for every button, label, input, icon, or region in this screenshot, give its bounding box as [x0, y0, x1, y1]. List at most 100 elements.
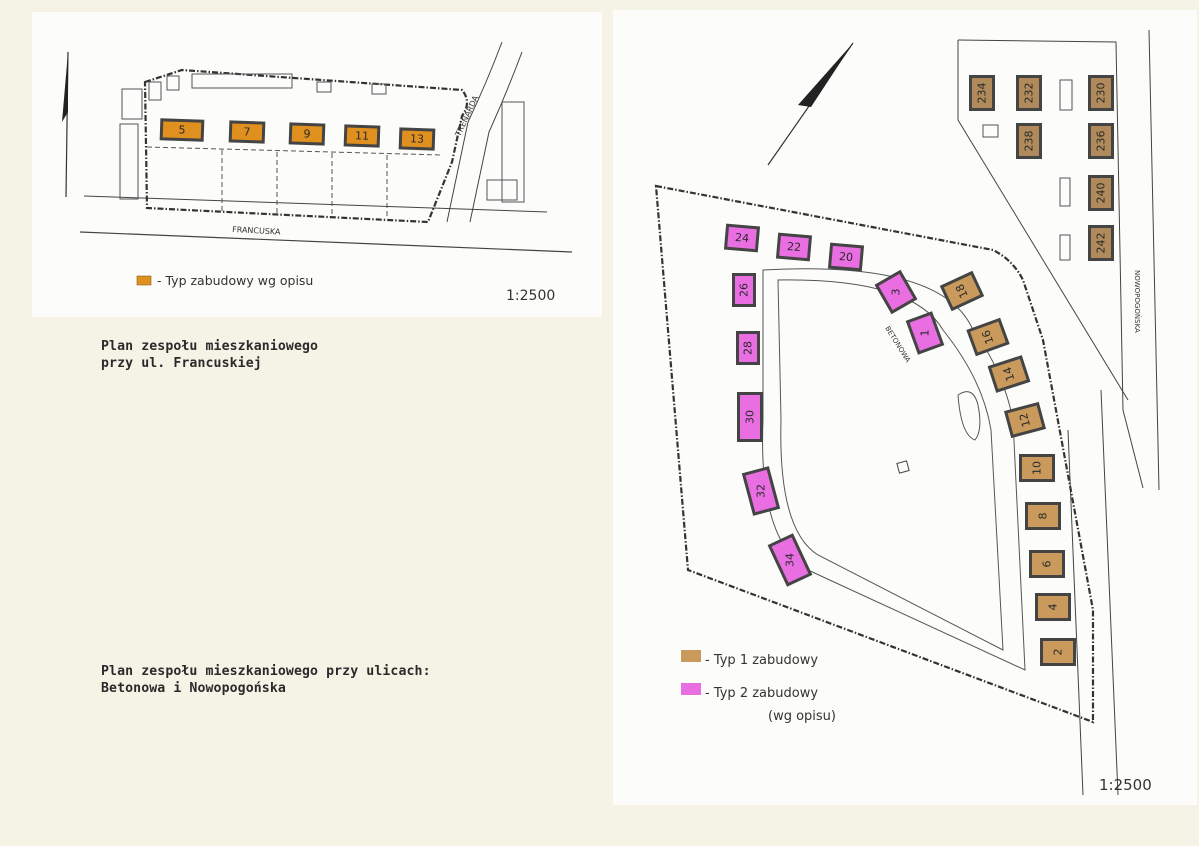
existing-structures [982, 79, 1073, 261]
building-32-number: 32 [755, 484, 768, 498]
building-26: 26 [732, 273, 756, 307]
building-16: 16 [966, 317, 1010, 357]
building-18-fill [943, 274, 981, 308]
building-238: 238 [1016, 123, 1042, 159]
caption-francuska-line2: przy ul. Francuskiej [101, 356, 262, 371]
street-label-betonowa: BETONOWA [883, 325, 912, 364]
caption-francuska-line1: Plan zespołu mieszkaniowego [101, 339, 319, 354]
building-24: 24 [723, 223, 761, 253]
building-4: 4 [1035, 593, 1071, 621]
building-232: 232 [1016, 75, 1042, 111]
legend-swatch-type1 [681, 650, 701, 662]
building-5: 5 [159, 118, 205, 142]
building-12: 12 [1003, 401, 1047, 439]
building-1: 1 [905, 311, 945, 355]
building-20-fill [831, 245, 861, 269]
building-2-number: 2 [1052, 649, 1065, 656]
legend-label-type2: - Typ 2 zabudowy [705, 686, 818, 701]
green-island [957, 391, 981, 441]
building-238-fill [1019, 126, 1039, 156]
building-16-number: 16 [979, 328, 996, 346]
building-5-fill [162, 121, 202, 139]
street-line [469, 51, 523, 223]
building-3-number: 3 [890, 289, 903, 296]
building-10-fill [1022, 457, 1052, 479]
building-30-number: 30 [744, 410, 757, 424]
building-14: 14 [987, 355, 1031, 393]
building-240: 240 [1088, 175, 1114, 211]
building-24-number: 24 [734, 231, 749, 245]
legend-label-type2-note: (wg opisu) [768, 709, 836, 724]
building-232-fill [1019, 78, 1039, 108]
building-236: 236 [1088, 123, 1114, 159]
plot-divisions [146, 146, 443, 219]
building-22: 22 [775, 232, 813, 262]
building-22-number: 22 [786, 240, 801, 254]
building-242-fill [1091, 228, 1111, 258]
building-10: 10 [1019, 454, 1055, 482]
building-238-number: 238 [1023, 131, 1036, 152]
building-230-number: 230 [1095, 83, 1108, 104]
building-24-fill [727, 226, 757, 250]
building-14-fill [991, 358, 1027, 390]
building-4-fill [1038, 596, 1068, 618]
caption-betonowa-line2: Betonowa i Nowopogońska [101, 681, 286, 696]
building-18-number: 18 [953, 282, 971, 300]
building-20-number: 20 [838, 250, 853, 264]
building-12-fill [1007, 405, 1043, 435]
building-22-fill [779, 235, 809, 259]
building-8-number: 8 [1037, 513, 1050, 520]
building-8-fill [1028, 505, 1058, 527]
street-line [83, 195, 548, 213]
street-line [446, 41, 503, 223]
building-230: 230 [1088, 75, 1114, 111]
building-11-fill [346, 127, 378, 145]
building-28-number: 28 [742, 341, 755, 355]
building-242-number: 242 [1095, 233, 1108, 254]
building-13-fill [401, 130, 433, 148]
building-13: 13 [398, 127, 436, 151]
small-structure [896, 460, 910, 474]
existing-structures [119, 73, 525, 203]
scale-label-francuska: 1:2500 [506, 288, 555, 304]
caption-betonowa-line1: Plan zespołu mieszkaniowego przy ulicach… [101, 664, 431, 679]
street-label-nowopogonska: NOWOPOGOŃSKA [1133, 270, 1142, 333]
building-4-number: 4 [1047, 604, 1060, 611]
building-9: 9 [288, 122, 326, 146]
building-6-number: 6 [1041, 561, 1054, 568]
building-30-fill [740, 395, 760, 439]
building-28-fill [739, 334, 757, 362]
building-230-fill [1091, 78, 1111, 108]
building-16-fill [970, 321, 1006, 353]
estate-boundary [654, 184, 1095, 724]
building-236-number: 236 [1095, 131, 1108, 152]
building-30: 30 [737, 392, 763, 442]
building-8: 8 [1025, 502, 1061, 530]
building-5-number: 5 [178, 123, 185, 136]
building-2: 2 [1040, 638, 1076, 666]
building-26-number: 26 [738, 283, 751, 297]
building-10-number: 10 [1031, 461, 1044, 475]
legend-swatch-type [136, 275, 152, 286]
building-7-number: 7 [243, 125, 250, 138]
building-20: 20 [827, 242, 865, 272]
buildings-francuska: 5 7 9 11 13 [159, 118, 436, 151]
building-12-number: 12 [1017, 412, 1033, 429]
building-1-number: 1 [919, 330, 932, 337]
building-2-fill [1043, 641, 1073, 663]
building-232-number: 232 [1023, 83, 1036, 104]
building-13-number: 13 [410, 132, 424, 145]
street-lines [957, 29, 1160, 796]
building-9-number: 9 [303, 127, 310, 140]
building-34-fill [771, 537, 809, 583]
building-9-fill [291, 125, 323, 143]
building-11-number: 11 [355, 129, 369, 142]
street-label-francuska: FRANCUSKA [232, 225, 281, 237]
building-28: 28 [736, 331, 760, 365]
building-234-fill [972, 78, 992, 108]
building-6: 6 [1029, 550, 1065, 578]
